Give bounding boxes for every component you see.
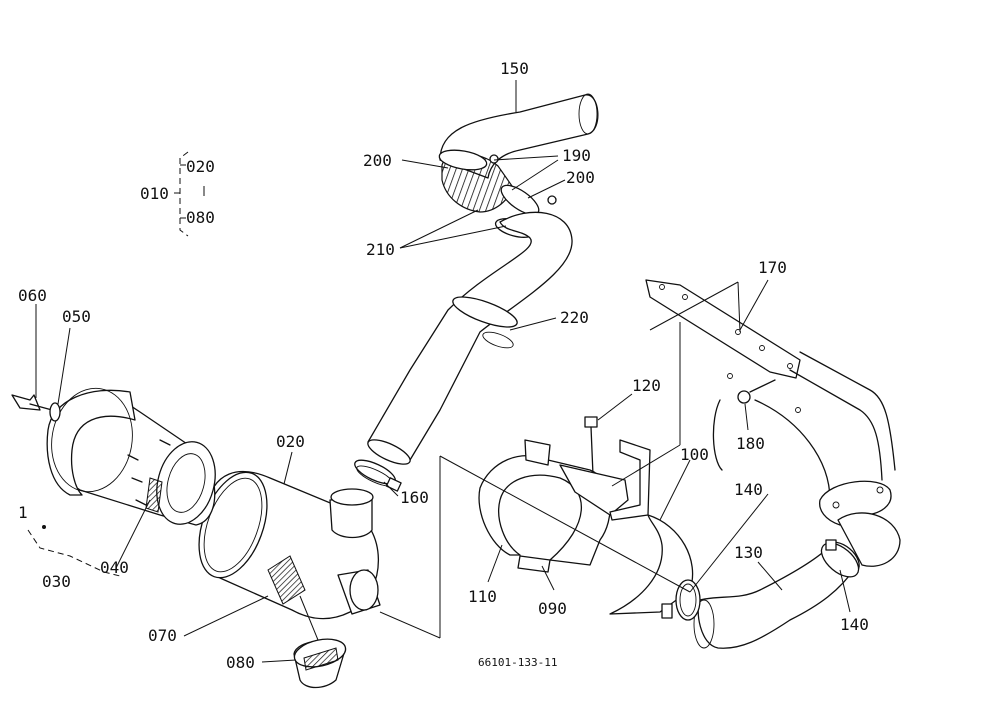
- label-140-upper: 140: [734, 480, 763, 499]
- dust-cup-080: [293, 638, 347, 689]
- label-080-cup: 080: [226, 653, 255, 672]
- air-cleaner-body-020: [198, 471, 381, 620]
- hose-clamp-140-lower: [661, 579, 701, 621]
- label-200-left: 200: [363, 151, 392, 170]
- label-010: 010: [140, 184, 169, 203]
- hose-clamp-140-upper: [820, 539, 860, 578]
- mounting-band-090: [478, 439, 611, 573]
- reference-dot: [42, 525, 46, 529]
- label-030: 030: [42, 572, 71, 591]
- label-040: 040: [100, 558, 129, 577]
- label-1: 1: [18, 503, 28, 522]
- assembly-bracket-010: [179, 151, 189, 237]
- label-170: 170: [758, 258, 787, 277]
- bolt-180: [737, 379, 776, 404]
- intake-pipe-220: [367, 211, 573, 465]
- end-cover-plate: [46, 387, 136, 496]
- hose-clamp-160: [354, 459, 402, 492]
- washer-050: [49, 402, 61, 422]
- label-110: 110: [468, 587, 497, 606]
- bolt-120: [584, 416, 598, 476]
- filter-element-040: [62, 397, 216, 526]
- label-080-top: 080: [186, 208, 215, 227]
- band-support-bracket: [559, 439, 651, 521]
- label-090: 090: [538, 599, 567, 618]
- label-020-body: 020: [276, 432, 305, 451]
- label-200-right: 200: [566, 168, 595, 187]
- label-160: 160: [400, 488, 429, 507]
- label-060: 060: [18, 286, 47, 305]
- label-220: 220: [560, 308, 589, 327]
- label-020-top: 020: [186, 157, 215, 176]
- mounting-plate-170: [645, 279, 896, 501]
- label-050: 050: [62, 307, 91, 326]
- label-180: 180: [736, 434, 765, 453]
- drawing-number: 66101-133-11: [478, 656, 557, 669]
- label-120: 120: [632, 376, 661, 395]
- label-150: 150: [500, 59, 529, 78]
- label-210: 210: [366, 240, 395, 259]
- label-070: 070: [148, 626, 177, 645]
- label-140-lower: 140: [840, 615, 869, 634]
- wing-bolt-060: [11, 394, 53, 411]
- assembly-bracket-030: [27, 529, 121, 577]
- leader-lines: [35, 80, 851, 663]
- label-100: 100: [680, 445, 709, 464]
- label-190: 190: [562, 146, 591, 165]
- engine-inlet-flange: [819, 480, 901, 567]
- label-130: 130: [734, 543, 763, 562]
- bracket-100: [609, 514, 694, 615]
